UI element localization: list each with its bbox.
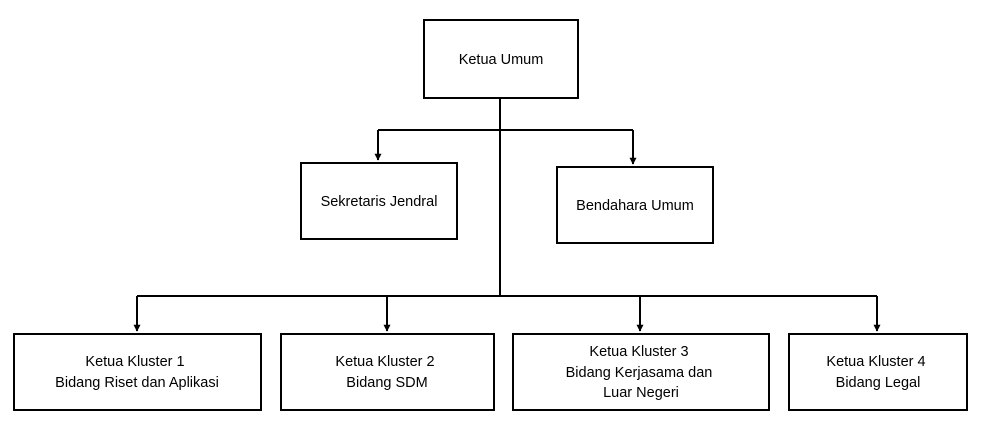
node-label: Ketua Kluster 2 Bidang SDM (335, 354, 438, 391)
node-ketua-kluster-2: Ketua Kluster 2 Bidang SDM (280, 333, 495, 411)
node-label: Ketua Kluster 3 Bidang Kerjasama dan Lua… (566, 344, 717, 401)
node-ketua-kluster-3: Ketua Kluster 3 Bidang Kerjasama dan Lua… (512, 333, 770, 411)
node-label: Bendahara Umum (576, 198, 694, 214)
node-label: Ketua Kluster 1 Bidang Riset dan Aplikas… (55, 354, 219, 391)
node-sekretaris-jendral: Sekretaris Jendral (300, 162, 458, 240)
node-label: Ketua Umum (459, 52, 544, 68)
node-ketua-kluster-1: Ketua Kluster 1 Bidang Riset dan Aplikas… (13, 333, 262, 411)
node-label: Sekretaris Jendral (321, 194, 438, 210)
node-ketua-kluster-4: Ketua Kluster 4 Bidang Legal (788, 333, 968, 411)
node-label: Ketua Kluster 4 Bidang Legal (826, 354, 929, 391)
connector-lines (133, 98, 881, 332)
node-ketua-umum: Ketua Umum (423, 19, 579, 99)
node-bendahara-umum: Bendahara Umum (556, 166, 714, 244)
